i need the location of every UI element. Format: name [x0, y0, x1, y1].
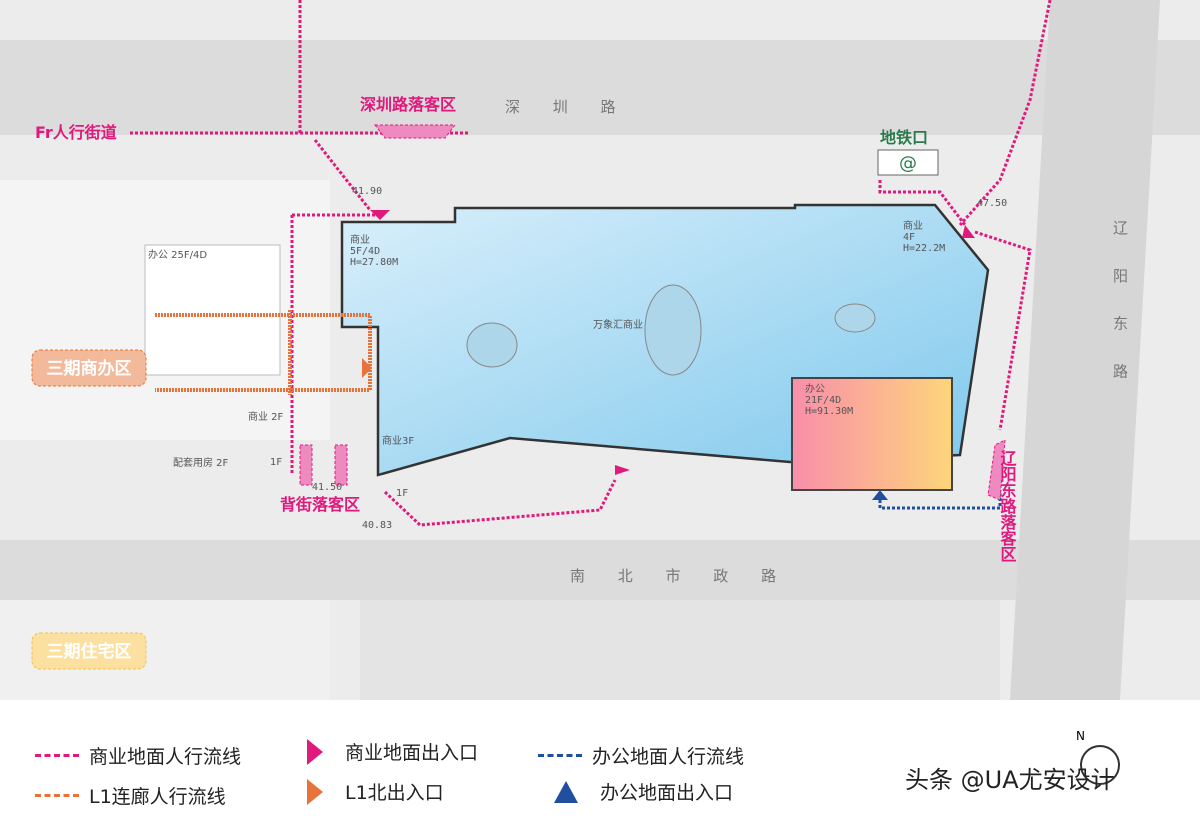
- legend-item: 商业地面人行流线: [35, 742, 241, 769]
- road-south-label: 南 北 市 政 路: [570, 567, 790, 585]
- support-label: 配套用房 2F: [173, 456, 229, 469]
- zone-residential: 三期住宅区: [47, 641, 132, 662]
- retail-3f-label: 商业3F: [382, 434, 414, 447]
- office-tower-25f: [144, 244, 281, 376]
- legend: 商业地面人行流线 商业地面出入口 办公地面人行流线 L1连廊人行流线 L1北出入…: [0, 700, 1200, 816]
- zone-commercial-office: 三期商办区: [47, 358, 132, 379]
- elevation: 41.50: [312, 482, 342, 493]
- back-street-dropoff-zone: [299, 444, 313, 486]
- road-east-label: 辽 阳 东 路: [1111, 220, 1129, 392]
- elevation: 40.83: [362, 520, 392, 531]
- elevation: 47.50: [977, 198, 1007, 209]
- legend-item: L1连廊人行流线: [35, 782, 226, 809]
- office-25f-label: 办公 25F/4D: [148, 248, 207, 261]
- entrance-marker: [615, 465, 630, 475]
- shenzhen-dropoff-label: 深圳路落客区: [360, 95, 456, 114]
- 1f-label: 1F: [270, 457, 282, 468]
- legend-item: 商业地面出入口: [295, 738, 478, 765]
- l1-corridor-paths: [155, 310, 372, 395]
- legend-item: L1北出入口: [295, 778, 444, 805]
- legend-item: 办公地面人行流线: [538, 742, 744, 769]
- shenzhen-road: [0, 40, 1200, 135]
- back-street-dropoff-label: 背街落客区: [280, 495, 360, 514]
- metro-icon: @: [899, 153, 917, 174]
- liaoyang-dropoff-label: 辽阳东路落客区: [998, 450, 1017, 562]
- road-north-label: 深 圳 路: [505, 98, 630, 116]
- compass-icon: N: [1076, 729, 1120, 785]
- liaoyang-east-road: [1010, 0, 1160, 700]
- watermark: 头条 @UA尤安设计: [905, 766, 1115, 794]
- 1f-label: 1F: [396, 488, 408, 499]
- main-building-label: 万象汇商业: [593, 318, 643, 331]
- elevation: 41.90: [352, 186, 382, 197]
- retail-2f-label: 商业 2F: [248, 410, 284, 423]
- atrium: [644, 284, 702, 376]
- liaoyang-dropoff-zone: [987, 439, 1006, 501]
- office-entrance-marker: [872, 490, 888, 500]
- metro-entrance: [877, 149, 939, 176]
- office-tower-21f: [791, 377, 953, 491]
- entrance-marker: [370, 210, 390, 220]
- l1-north-entrance-marker: [362, 358, 372, 378]
- fr-street-label: Fr人行街道: [35, 123, 117, 142]
- metro-label: 地铁口: [880, 128, 928, 147]
- nanbei-road: [0, 540, 1200, 600]
- site-plan: @ 三期商办区 三期住宅区 深圳路落客区 Fr人行街道 背街落客区 辽阳东路落客…: [0, 0, 1200, 700]
- shenzhen-dropoff-zone: [373, 124, 457, 139]
- entrance-marker: [962, 225, 975, 238]
- legend-item: 办公地面出入口: [538, 778, 733, 805]
